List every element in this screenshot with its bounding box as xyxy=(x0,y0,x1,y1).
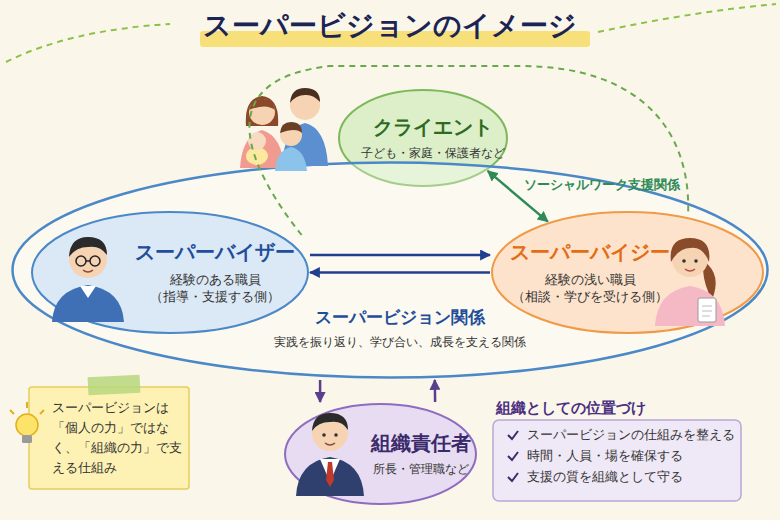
node-outline xyxy=(493,420,741,501)
node-outline xyxy=(13,163,768,378)
check-icon xyxy=(506,470,520,484)
organization-arrow xyxy=(434,380,437,402)
node-outline xyxy=(492,212,763,333)
node-heading: スーパーバイザー xyxy=(135,239,295,266)
node-heading: スーパービジョンは「個人の力」ではなく、「組織の力」で支える仕組み xyxy=(52,398,184,478)
node-heading: 組織責任者 xyxy=(371,430,471,457)
node-heading: クライエント xyxy=(373,114,493,141)
check-mark xyxy=(508,473,518,481)
manager-ellipse: 組織責任者所長・管理職など xyxy=(283,402,478,506)
node-outline xyxy=(29,387,189,489)
baby-head xyxy=(248,132,266,150)
decor-dash xyxy=(6,24,170,62)
checklist-item: 時間・人員・場を確保する xyxy=(527,448,683,465)
child-hair xyxy=(280,122,302,133)
node-heading: スーパーバイジー xyxy=(510,239,670,266)
mother-hair xyxy=(246,96,278,126)
node-text: （指導・支援する側） xyxy=(150,289,280,306)
father-body xyxy=(282,123,328,166)
node-content: スーパーバイジー経験の浅い職員（相談・学びを受ける側） xyxy=(490,210,765,335)
node-text: 実践を振り返り、学び合い、成長を支える関係 xyxy=(274,334,526,350)
mother-body xyxy=(240,130,284,168)
mother-fringe xyxy=(249,99,275,110)
node-heading: スーパービジョン関係 xyxy=(315,306,485,329)
checklist-row: 時間・人員・場を確保する xyxy=(492,448,742,465)
node-outline xyxy=(32,212,308,333)
node-text: 所長・管理職など xyxy=(373,461,469,477)
node-text: 経験のある職員 xyxy=(170,272,261,289)
father-head xyxy=(290,90,320,120)
dashed-relation-line xyxy=(249,66,688,235)
check-mark xyxy=(508,452,518,460)
node-text: 経験の浅い職員 xyxy=(545,272,636,289)
father-hair xyxy=(290,88,320,103)
diagram-title: スーパービジョンのイメージ xyxy=(0,6,780,46)
panel-heading: 組織としての位置づけ xyxy=(492,396,742,420)
child-head xyxy=(280,124,302,146)
node-content: スーパーバイザー経験のある職員（指導・支援する側） xyxy=(30,210,310,335)
check-icon xyxy=(506,428,520,442)
supervision-arrow xyxy=(310,271,490,274)
supervisor-ellipse: スーパーバイザー経験のある職員（指導・支援する側） xyxy=(30,210,310,335)
decor-dash xyxy=(598,4,776,32)
edge-label: ソーシャルワーク支援関係 xyxy=(524,176,680,194)
checklist-row: スーパービジョンの仕組みを整える xyxy=(492,427,742,444)
supervision-arrow xyxy=(310,254,490,257)
node-text: （相談・学びを受ける側） xyxy=(512,289,668,306)
check-icon xyxy=(506,449,520,463)
node-content: スーパービジョンは「個人の力」ではなく、「組織の力」で支える仕組み xyxy=(28,386,190,490)
relation-ellipse: スーパービジョン関係実践を振り返り、学び合い、成長を支える関係スーパーバイザー経… xyxy=(10,160,770,380)
family-illustration xyxy=(240,88,328,171)
checklist-item: スーパービジョンの仕組みを整える xyxy=(527,427,735,444)
node-outline xyxy=(285,404,476,504)
node-text: 子ども・家庭・保護者など xyxy=(361,145,505,161)
organization-panel: 組織としての位置づけスーパービジョンの仕組みを整える時間・人員・場を確保する支援… xyxy=(492,396,742,502)
organization-arrow xyxy=(319,380,322,402)
mother-head xyxy=(249,99,275,125)
checklist-row: 支援の質を組織として守る xyxy=(492,469,742,486)
supervisee-ellipse: スーパーバイジー経験の浅い職員（相談・学びを受ける側） xyxy=(490,210,765,335)
checklist-item: 支援の質を組織として守る xyxy=(527,469,683,486)
node-content: 組織責任者所長・管理職など xyxy=(283,402,478,506)
sticky-note: スーパービジョンは「個人の力」ではなく、「組織の力」で支える仕組み xyxy=(28,386,190,490)
check-mark xyxy=(508,431,518,439)
baby-body xyxy=(246,147,268,165)
node-content: 組織としての位置づけスーパービジョンの仕組みを整える時間・人員・場を確保する支援… xyxy=(492,396,742,502)
